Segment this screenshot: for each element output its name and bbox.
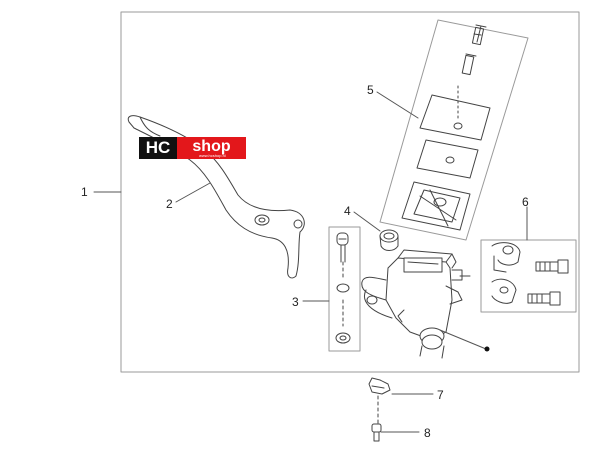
leader-lines (93, 91, 528, 433)
callout-7: 7 (437, 388, 444, 402)
hcshop-logo: HC shop www.hcshop.nl (139, 137, 246, 159)
callout-5: 5 (367, 83, 374, 97)
switch-and-screw (368, 377, 391, 442)
callout-1: 1 (81, 185, 88, 199)
callout-8: 8 (424, 426, 431, 440)
reference-dot (484, 346, 490, 352)
callout-6: 6 (522, 195, 529, 209)
logo-shop: shop (177, 137, 246, 159)
assembly-frame (120, 11, 580, 373)
logo-hc: HC (139, 137, 177, 159)
callout-2: 2 (166, 197, 173, 211)
group-5-box (379, 19, 529, 241)
reservoir-cap (379, 229, 399, 251)
logo-url: www.hcshop.nl (199, 153, 226, 158)
group-6-box (480, 239, 577, 313)
group-3-box (328, 226, 361, 352)
callout-4: 4 (344, 204, 351, 218)
callout-3: 3 (292, 295, 299, 309)
master-cylinder-body (361, 249, 471, 359)
